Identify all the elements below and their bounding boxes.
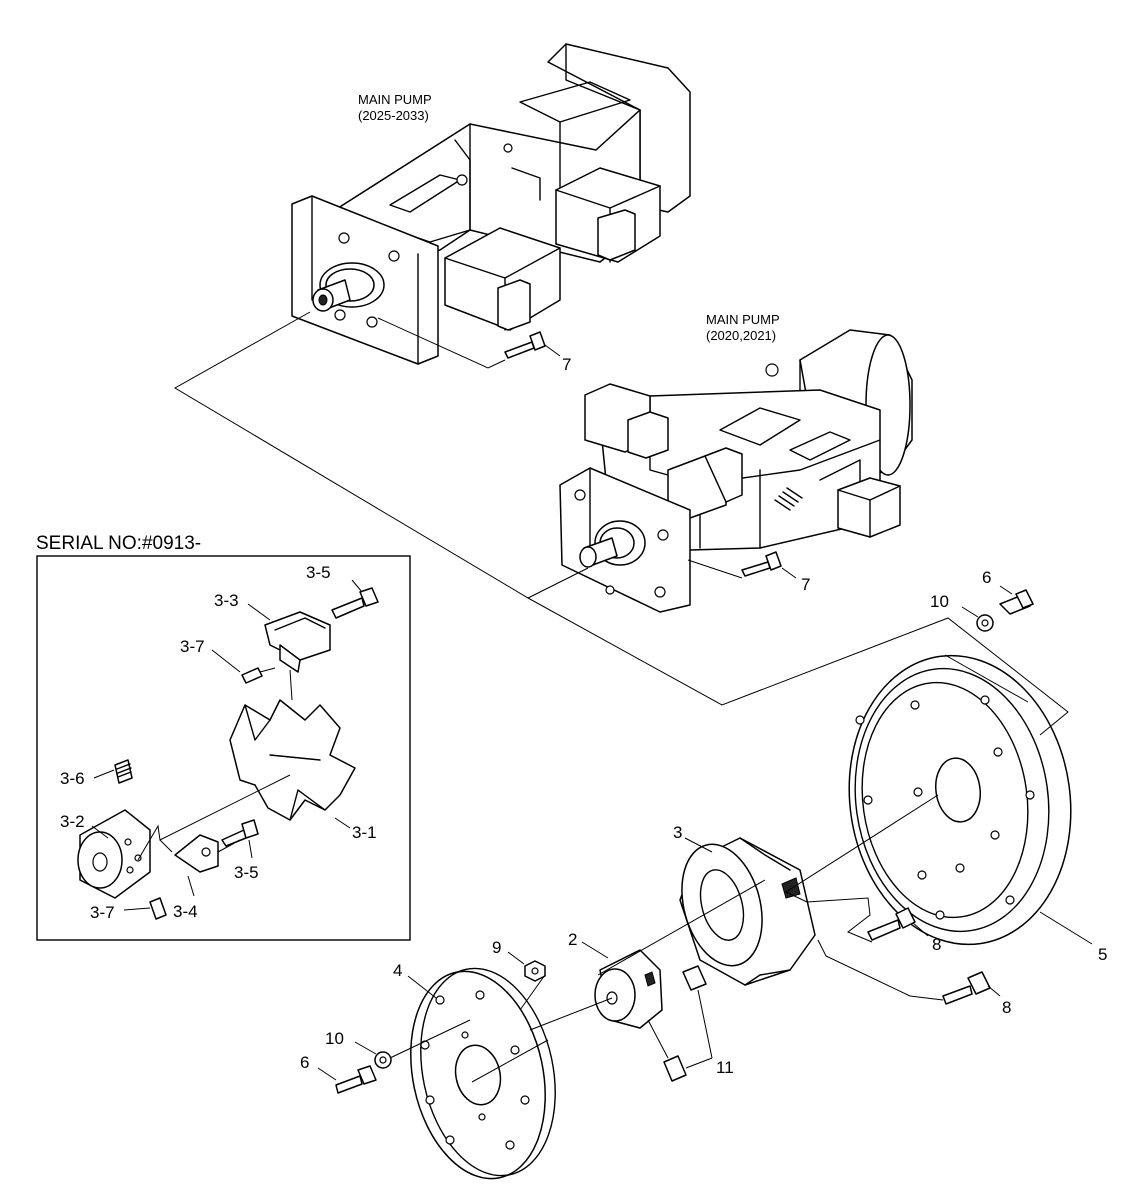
svg-text:10: 10 — [325, 1029, 344, 1048]
coupling-hub — [594, 949, 663, 1029]
svg-text:3-5: 3-5 — [306, 563, 331, 582]
main-pump-lower — [559, 329, 913, 613]
callout-8-lower: 8 — [987, 985, 1011, 1017]
bolt-7-upper — [504, 331, 546, 359]
bolt-6-upper — [999, 589, 1034, 615]
serial-number-label: SERIAL NO:#0913- — [36, 533, 201, 554]
svg-text:9: 9 — [492, 938, 501, 957]
svg-text:7: 7 — [562, 355, 571, 374]
main-pump-upper — [291, 43, 691, 365]
callout-10-lower: 10 — [325, 1029, 377, 1055]
callout-6-upper: 6 — [982, 568, 1013, 595]
svg-text:10: 10 — [930, 592, 949, 611]
svg-text:11: 11 — [716, 1058, 734, 1077]
callout-3-1: 3-1 — [334, 817, 377, 842]
flange-plate — [410, 967, 556, 1180]
callout-2: 2 — [568, 930, 609, 959]
svg-text:8: 8 — [932, 935, 941, 954]
svg-text:3-7: 3-7 — [180, 637, 205, 656]
callout-3-3: 3-3 — [214, 591, 271, 621]
callout-3-7-lower: 3-7 — [90, 903, 151, 922]
callout-7-upper: 7 — [544, 344, 571, 374]
main-pump-lower-title: MAIN PUMP — [706, 312, 780, 327]
bolt-8-upper — [867, 907, 916, 941]
callout-6-lower: 6 — [300, 1053, 337, 1081]
bolt-7-lower — [741, 551, 782, 577]
svg-text:3: 3 — [673, 823, 682, 842]
svg-text:6: 6 — [300, 1053, 309, 1072]
svg-text:3-7: 3-7 — [90, 903, 115, 922]
callout-3-6: 3-6 — [60, 769, 115, 788]
svg-text:5: 5 — [1098, 945, 1107, 964]
assembly-lines — [174, 311, 1069, 1083]
rubber-coupling — [679, 837, 816, 986]
callout-7-lower: 7 — [781, 567, 810, 594]
callout-11: 11 — [685, 989, 734, 1077]
callout-3-5-lower: 3-5 — [234, 839, 259, 882]
svg-text:3-1: 3-1 — [352, 823, 377, 842]
flywheel-housing — [848, 654, 1072, 946]
bolt-8-lower — [942, 971, 991, 1005]
inset-parts — [77, 587, 379, 920]
callout-4: 4 — [393, 961, 437, 999]
svg-text:3-2: 3-2 — [60, 812, 85, 831]
svg-text:3-6: 3-6 — [60, 769, 85, 788]
main-pump-lower-range: (2020,2021) — [706, 328, 776, 343]
callout-10-upper: 10 — [930, 592, 979, 618]
svg-text:2: 2 — [568, 930, 577, 949]
callout-3-4: 3-4 — [173, 875, 198, 921]
callout-9: 9 — [492, 938, 525, 965]
svg-text:3-3: 3-3 — [214, 591, 239, 610]
callout-3-7-upper: 3-7 — [180, 637, 241, 673]
bolt-6-lower — [335, 1065, 377, 1094]
svg-text:3-4: 3-4 — [173, 902, 198, 921]
callout-3-5-upper: 3-5 — [306, 563, 363, 593]
main-pump-upper-title: MAIN PUMP — [358, 92, 432, 107]
set-screw-11 — [663, 965, 707, 1082]
callout-8-upper: 8 — [912, 922, 941, 954]
svg-text:3-5: 3-5 — [234, 863, 259, 882]
svg-text:8: 8 — [1002, 998, 1011, 1017]
svg-text:7: 7 — [801, 575, 810, 594]
main-pump-upper-range: (2025-2033) — [358, 108, 429, 123]
svg-text:6: 6 — [982, 568, 991, 587]
svg-text:4: 4 — [393, 961, 402, 980]
inset-box — [36, 555, 411, 941]
callout-3: 3 — [673, 823, 713, 853]
callout-5: 5 — [1039, 911, 1107, 964]
callout-3-2: 3-2 — [60, 812, 109, 839]
